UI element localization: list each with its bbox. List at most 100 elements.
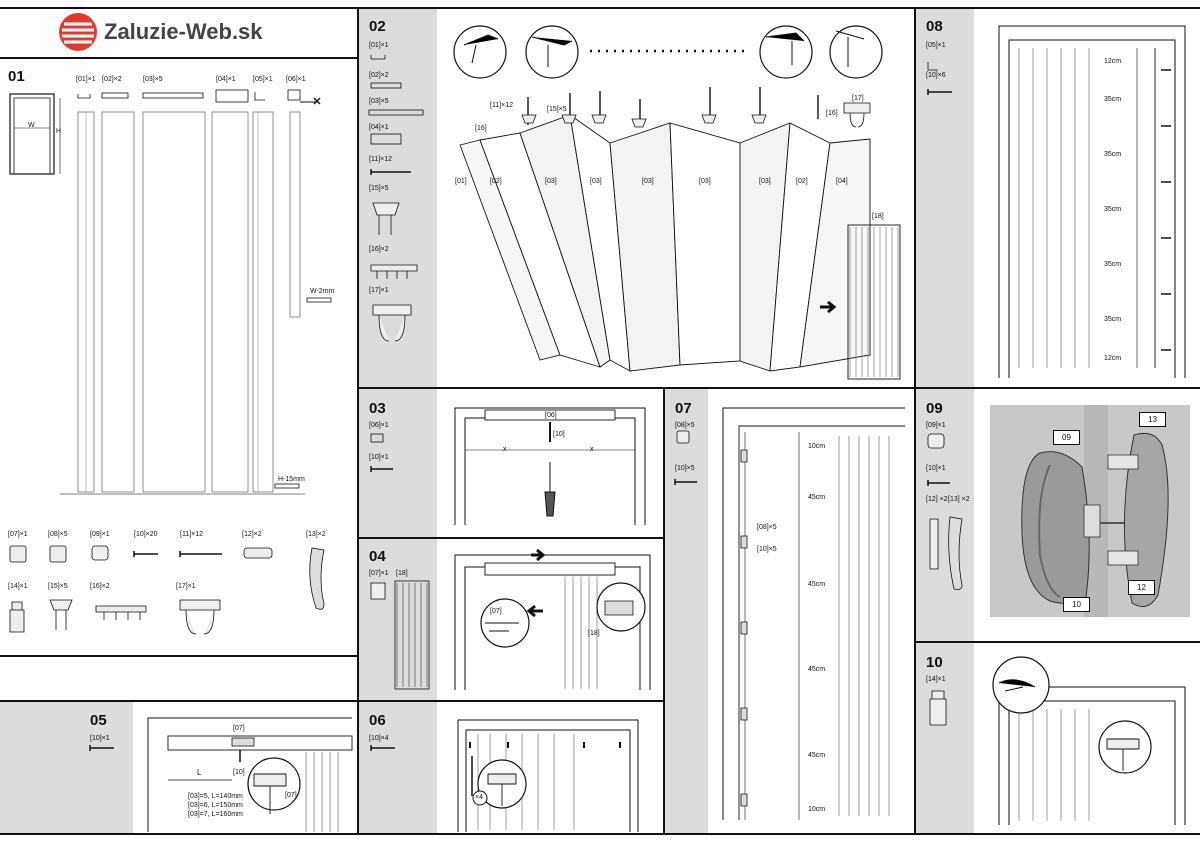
top-border [0,7,1200,9]
part-11: [11]×12 [180,531,204,538]
part-17: [17]×1 [176,583,196,590]
panel08-drawing [998,25,1186,378]
divider-h-mid-3 [357,700,663,702]
p03-callout-06: [06] [545,412,557,419]
p05-part-0: [10]×1 [90,735,110,742]
p02-callout-16a: [16] [475,125,487,132]
p08-part-1: [10]×6 [926,72,946,79]
panel07-sidebar [665,389,708,833]
dim-h: H [56,128,62,135]
p03-callout-10: [10] [553,431,565,438]
p02-part-6: [16]×2 [369,246,389,253]
p06-multiplier: ×4 [475,794,483,801]
divider-v3 [663,387,665,835]
p02-part-1: [02]×2 [369,72,389,79]
p02-part-0: [01]×1 [369,42,389,49]
p02-callout-16b: [16] [826,110,838,117]
part-09: [09]×1 [90,531,110,538]
panel09-sidebar-icons [927,433,963,590]
p09-part-1: [10]×1 [926,465,946,472]
p07-dim-4: 45cm [808,752,826,759]
panel01-hardware [9,545,325,635]
panel04-sidebar [359,539,437,700]
part-12: [12]×2 [242,531,262,538]
panel05-sidebar-icons [89,745,114,751]
p04-part-1: [18] [396,570,408,577]
p04-part-0: [07]×1 [369,570,389,577]
p02-label-5: [03] [699,178,711,185]
p02-callout-15: [15]×5 [547,106,567,113]
part-07: [07]×1 [8,531,28,538]
p07-part-1: [10]×5 [675,465,695,472]
p07-callout-10: [10]×5 [757,546,777,553]
panel03-drawing [454,407,646,525]
p03-part-1: [10]×1 [369,454,389,461]
part-02: [02]×2 [102,76,122,83]
brand-name: Zaluzie-Web.sk [104,19,263,44]
p02-label-2: [03] [545,178,557,185]
panel06-drawing [457,719,639,832]
p02-part-3: [04]×1 [369,124,389,131]
p04-callout-18: [18] [588,630,600,637]
p02-label-8: [04] [836,178,848,185]
part-03: [03]×5 [143,76,163,83]
bottom-border [0,833,1200,835]
note-h-minus: H-15mm [278,476,305,483]
p09-part-3: [13] ×2 [948,496,970,503]
p02-callout-screw: [11]×12 [490,102,514,109]
p02-label-3: [03] [590,178,602,185]
p10-part-0: [14]×1 [926,676,946,683]
p05-callout-07b: [07] [285,792,297,799]
part-04: [04]×1 [216,76,236,83]
step-05-number: 05 [90,712,107,729]
panel04-drawing [454,548,651,690]
p08-dim-6: 12cm [1104,355,1122,362]
p08-dim-2: 35cm [1104,151,1122,158]
p05-note-2: [03]=7, L=160mm [188,811,243,818]
part-16: [16]×2 [90,583,110,590]
p02-label-7: [02] [796,178,808,185]
p08-dim-5: 35cm [1104,316,1122,323]
p08-part-0: [05]×1 [926,42,946,49]
p07-dim-2: 45cm [808,581,826,588]
p07-dim-0: 10cm [808,443,826,450]
p05-note-0: [03]=5, L=140mm [188,793,243,800]
p02-label-0: [01] [455,178,467,185]
step-03-number: 03 [369,400,386,417]
panel02-sidebar-icons [368,55,424,342]
panel08-sidebar [916,9,974,387]
p08-dim-4: 35cm [1104,261,1122,268]
divider-h-left-2 [0,655,357,657]
divider-v2 [914,7,916,835]
p02-part-4: [11]×12 [369,156,393,163]
part-01: [01]×1 [76,76,96,83]
step-07-number: 07 [675,400,692,417]
divider-h-mid-2 [357,537,663,539]
panel06-sidebar [359,702,437,833]
part-05: [05]×1 [253,76,273,83]
p06-part-0: [10]×4 [369,735,389,742]
divider-h-left-1 [0,57,357,59]
p03-part-0: [06]×1 [369,422,389,429]
p02-part-7: [17]×1 [369,287,389,294]
p02-label-1: [02] [490,178,502,185]
p03-dim-right: x [590,446,594,453]
panel05-drawing [147,717,353,832]
p07-dim-5: 10cm [808,806,826,813]
p02-callout-18: [18] [872,213,884,220]
part-13: [13]×2 [306,531,326,538]
panel02-sidebar [359,9,437,387]
p07-dim-1: 45cm [808,494,826,501]
dim-w: W [28,122,35,129]
step-09-number: 09 [926,400,943,417]
panel10-sidebar-icons [929,690,947,726]
p09-callout-13: 13 [1139,412,1166,427]
panel09-drawing [1021,405,1169,617]
p09-part-0: [09]×1 [926,422,946,429]
p09-callout-12: 12 [1128,580,1155,595]
part-08: [08]×5 [48,531,68,538]
divider-h-mid-1 [357,387,1200,389]
p05-callout-07a: [07] [233,725,245,732]
divider-h-left-3 [0,700,357,702]
p08-dim-1: 35cm [1104,96,1122,103]
